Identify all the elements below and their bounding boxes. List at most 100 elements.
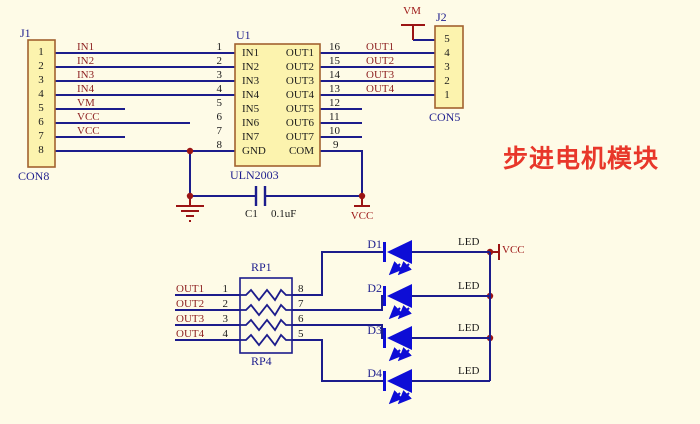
rp-pin-1: 1 <box>222 283 229 295</box>
vm-power-label: VM <box>403 5 421 17</box>
net-label-in1: IN1 <box>77 41 95 53</box>
u1-pin-name-out6: OUT6 <box>285 117 314 129</box>
u1-pin-name-in3: IN3 <box>242 75 260 87</box>
j1-pin-1: 1 <box>38 46 44 58</box>
u1-pin-num-14: 14 <box>329 69 340 81</box>
d2-designator: D2 <box>367 281 382 295</box>
d4-led-label: LED <box>458 365 480 377</box>
net-label-in2: IN2 <box>77 55 95 67</box>
net-label-in3: IN3 <box>77 69 95 81</box>
j2-designator: J2 <box>436 10 447 24</box>
net-label-vm: VM <box>77 97 95 109</box>
u1-pin-num-5: 5 <box>216 97 223 109</box>
u1-pin-name-out1: OUT1 <box>285 47 314 59</box>
u1-pin-num-11: 11 <box>329 111 340 123</box>
j2-pin-5: 5 <box>444 33 450 45</box>
led-d3[interactable] <box>383 326 412 362</box>
u1-pin-num-7: 7 <box>216 125 223 137</box>
j2-pin-4: 4 <box>444 47 450 59</box>
j1-footprint: CON8 <box>18 169 50 183</box>
connector-j2-body[interactable] <box>434 25 464 109</box>
j1-pin-8: 8 <box>38 144 44 156</box>
u1-pin-num-10: 10 <box>329 125 340 137</box>
ic-u1-body[interactable] <box>234 43 321 167</box>
net-label-out3-rp: OUT3 <box>176 313 205 325</box>
u1-designator: U1 <box>236 28 251 42</box>
page-title: 步进电机模块 <box>503 146 660 173</box>
gnd-ground-icon <box>176 196 204 222</box>
net-label-vcc-2: VCC <box>77 125 100 137</box>
u1-pin-num-1: 1 <box>216 41 223 53</box>
u1-pin-name-in1: IN1 <box>242 47 260 59</box>
net-label-vcc-1: VCC <box>77 111 100 123</box>
wires-top <box>55 39 435 197</box>
u1-part-number: ULN2003 <box>230 168 279 182</box>
c1-value: 0.1uF <box>271 208 297 220</box>
led-d2[interactable] <box>383 284 412 320</box>
d3-designator: D3 <box>367 323 382 337</box>
u1-pin-num-4: 4 <box>216 83 223 95</box>
u1-pin-name-out4: OUT4 <box>285 89 314 101</box>
j1-pin-6: 6 <box>38 116 44 128</box>
net-label-out2: OUT2 <box>366 55 395 67</box>
u1-pin-num-6: 6 <box>216 111 223 123</box>
j1-pin-5: 5 <box>38 102 44 114</box>
connector-j1-body[interactable] <box>27 39 56 168</box>
u1-pin-num-3: 3 <box>216 69 223 81</box>
resistor-pack-rp1-body[interactable] <box>239 277 293 354</box>
led-d1[interactable] <box>383 240 412 276</box>
d2-led-label: LED <box>458 280 480 292</box>
u1-pin-num-8: 8 <box>216 139 223 151</box>
u1-pin-num-12: 12 <box>329 97 340 109</box>
net-label-out4: OUT4 <box>366 83 395 95</box>
vcc-power-label-rail: VCC <box>502 244 525 256</box>
u1-pin-name-out7: OUT7 <box>285 131 314 143</box>
u1-pin-name-com: COM <box>288 145 314 157</box>
led-d4[interactable] <box>383 369 412 405</box>
rp-pin-6: 6 <box>298 313 304 325</box>
u1-pin-name-gnd: GND <box>242 145 266 157</box>
net-label-out1-rp: OUT1 <box>176 283 205 295</box>
rp-pin-4: 4 <box>222 328 229 340</box>
j1-designator: J1 <box>20 26 31 40</box>
u1-pin-name-in2: IN2 <box>242 61 260 73</box>
wires-bottom <box>175 251 491 382</box>
net-label-out1: OUT1 <box>366 41 395 53</box>
capacitor-c1[interactable] <box>254 186 267 206</box>
u1-pin-name-in5: IN5 <box>242 103 260 115</box>
resistor-zigzags <box>240 288 292 347</box>
j1-pin-3: 3 <box>38 74 44 86</box>
u1-pin-num-13: 13 <box>329 83 340 95</box>
net-label-in4: IN4 <box>77 83 95 95</box>
net-label-out2-rp: OUT2 <box>176 298 205 310</box>
rp1-value: RP4 <box>251 354 272 368</box>
rp-pin-8: 8 <box>298 283 304 295</box>
u1-pin-num-2: 2 <box>216 55 223 67</box>
rp-pin-3: 3 <box>222 313 229 325</box>
u1-pin-num-9: 9 <box>333 139 339 151</box>
j2-pin-3: 3 <box>444 61 450 73</box>
j2-pin-1: 1 <box>444 89 450 101</box>
j1-pin-4: 4 <box>38 88 44 100</box>
j1-pin-2: 2 <box>38 60 44 72</box>
d3-led-label: LED <box>458 322 480 334</box>
u1-pin-num-16: 16 <box>329 41 340 53</box>
d1-designator: D1 <box>367 237 382 251</box>
rp-pin-7: 7 <box>298 298 304 310</box>
u1-pin-num-15: 15 <box>329 55 340 67</box>
net-label-out4-rp: OUT4 <box>176 328 205 340</box>
j2-pin-2: 2 <box>444 75 450 87</box>
rp-pin-5: 5 <box>298 328 304 340</box>
net-label-out3: OUT3 <box>366 69 395 81</box>
d1-led-label: LED <box>458 236 480 248</box>
j1-pin-7: 7 <box>38 130 44 142</box>
u1-pin-name-out5: OUT5 <box>285 103 314 115</box>
j2-footprint: CON5 <box>429 110 461 124</box>
vm-power-bar-icon <box>401 24 425 40</box>
rp-pin-2: 2 <box>222 298 229 310</box>
u1-pin-name-in6: IN6 <box>242 117 260 129</box>
c1-designator: C1 <box>245 208 258 220</box>
u1-pin-name-in4: IN4 <box>242 89 260 101</box>
